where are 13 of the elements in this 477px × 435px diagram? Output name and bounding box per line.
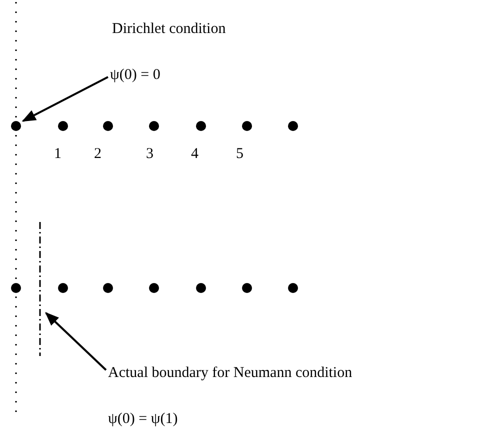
boundary-line	[37, 222, 43, 356]
label: 2	[94, 145, 102, 164]
callout-text: ψ(0) = 0	[110, 64, 200, 86]
label: 1	[54, 145, 62, 164]
label: ψ(0) = ψ(1)	[108, 410, 178, 429]
label: 4	[191, 145, 198, 164]
label: 5	[236, 145, 244, 164]
arrow	[22, 76, 108, 122]
label: 3	[146, 145, 154, 164]
grid-point	[11, 121, 21, 131]
label: Dirichlet condition	[112, 20, 226, 39]
callout-text: Actual boundary for Neumann condition	[108, 362, 398, 384]
arrow	[44, 312, 107, 371]
